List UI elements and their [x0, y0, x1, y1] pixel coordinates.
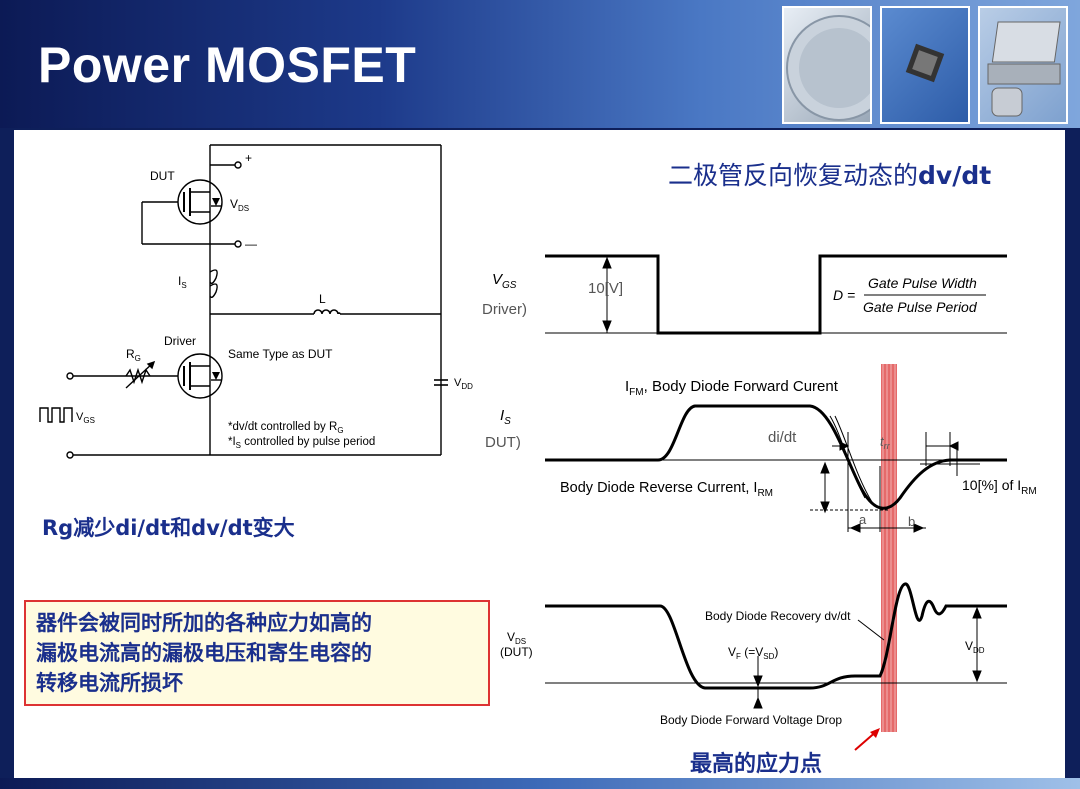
current-probe-symbol: [209, 269, 218, 299]
plus-terminal: [234, 161, 242, 169]
vdd-source-symbol: [434, 379, 448, 386]
trr-label: trr: [880, 434, 891, 451]
dut-axis-label: DUT): [485, 434, 521, 451]
vgs-label: VGS: [76, 411, 95, 425]
note-dvdt: *dv/dt controlled by RG: [228, 421, 344, 435]
max-stress-label: 最高的应力点: [690, 752, 823, 777]
vds-axis-label: VDS: [507, 630, 526, 646]
wafer-thumbnail: [782, 6, 872, 124]
stress-line-3: 转移电流所损坏: [36, 671, 183, 695]
vf-label: VF (=VSD): [728, 645, 778, 661]
note-is: *IS controlled by pulse period: [228, 436, 375, 450]
ten-percent-irm-label: 10[%] of IRM: [962, 477, 1037, 497]
footer-strip: [0, 778, 1080, 789]
wafer-image: [786, 15, 870, 121]
test-circuit-diagram: DUT + — VDS IS L Driver RG Same Type as …: [39, 144, 473, 459]
minus-terminal: [234, 240, 242, 248]
driver-label: Driver: [164, 334, 196, 348]
is-label: IS: [178, 274, 187, 290]
slide-title: Power MOSFET: [38, 37, 417, 93]
laptop-thumbnail: [978, 6, 1068, 124]
driver-mosfet-symbol: [177, 353, 223, 399]
stress-line-2: 漏极电流高的漏极电压和寄生电容的: [36, 641, 372, 665]
duty-denominator: Gate Pulse Period: [863, 299, 978, 315]
pulse-source-icon: [39, 407, 73, 423]
ten-volt-label: 10[V]: [588, 280, 623, 297]
vdd-wave-label: VDD: [965, 639, 985, 655]
stress-note-box: 器件会被同时所加的各种应力如高的 漏极电流高的漏极电压和寄生电容的 转移电流所损…: [24, 600, 490, 706]
dut-label: DUT: [150, 169, 175, 183]
duty-d-label: D =: [833, 287, 855, 303]
vgs-axis-label: VGS: [492, 271, 517, 291]
gate-resistor-symbol: [125, 360, 156, 389]
header-thumbnails: [782, 0, 1080, 128]
minus-label: —: [245, 237, 257, 251]
interval-a-label: a: [859, 512, 867, 527]
chip-thumbnail: [880, 6, 970, 124]
duty-numerator: Gate Pulse Width: [868, 275, 977, 291]
irm-label: Body Diode Reverse Current, IRM: [560, 480, 773, 499]
ground-terminal: [66, 451, 74, 459]
laptop-image: [987, 21, 1061, 117]
plus-label: +: [245, 151, 252, 165]
vds-label: VDS: [230, 197, 249, 213]
is-waveform: [545, 404, 1007, 510]
vds-waveform: [545, 582, 1007, 690]
gate-input-terminal: [66, 372, 74, 380]
inductor-symbol: [313, 309, 341, 315]
driver-axis-label: Driver): [482, 301, 527, 318]
rg-effect-note: Rg减少di/dt和dv/dt变大: [42, 516, 295, 540]
vdd-label: VDD: [454, 377, 473, 391]
same-type-label: Same Type as DUT: [228, 347, 333, 361]
ifm-label: IFM, Body Diode Forward Curent: [625, 378, 839, 398]
inductor-label: L: [319, 292, 326, 306]
recovery-dvdt-label: Body Diode Recovery dv/dt: [705, 609, 851, 623]
dut-mosfet-symbol: [177, 179, 223, 225]
interval-b-label: b: [908, 514, 915, 529]
stress-line-1: 器件会被同时所加的各种应力如高的: [36, 611, 372, 635]
rg-label: RG: [126, 347, 141, 363]
chip-image: [905, 43, 945, 83]
dvdt-heading: 二极管反向恢复动态的dv/dt: [668, 161, 992, 190]
is-axis-label: IS: [500, 407, 511, 427]
forward-drop-label: Body Diode Forward Voltage Drop: [660, 713, 842, 727]
vgs-waveform: [545, 254, 1007, 335]
vds-dut-label: (DUT): [500, 645, 533, 659]
didt-label: di/dt: [768, 429, 797, 446]
max-stress-band: [881, 364, 897, 732]
switching-waveforms-diagram: VGS Driver) 10[V] D = Gate Pulse Width G…: [482, 254, 1037, 751]
